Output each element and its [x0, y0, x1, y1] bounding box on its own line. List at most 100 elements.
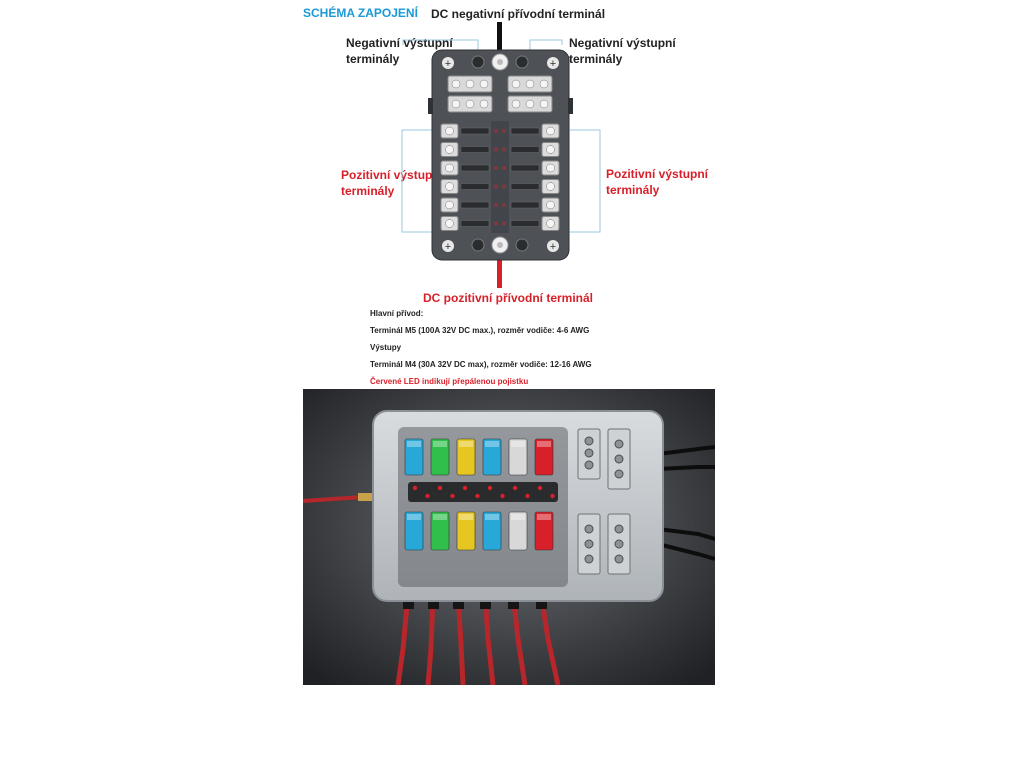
- negative-outputs-right-label: Negativní výstupní terminály: [569, 35, 676, 67]
- terminal-screw: [546, 163, 555, 173]
- terminal-screw: [445, 126, 454, 136]
- terminal-screw: [445, 182, 454, 191]
- photo-led: [462, 485, 468, 491]
- blade-fuse-bottom: [534, 511, 554, 551]
- negative-left-leader: [402, 39, 479, 55]
- negative-wire: [497, 22, 502, 62]
- left-tab: [428, 98, 433, 114]
- terminal-screw: [445, 163, 454, 173]
- photo-led: [450, 493, 455, 499]
- photo-led: [525, 493, 530, 499]
- terminal-screw: [546, 145, 555, 154]
- fuse-highlight: [485, 514, 499, 520]
- fuse-slot-left: [460, 164, 490, 172]
- fuse-slot-right: [510, 146, 540, 153]
- svg-text:+: +: [550, 241, 556, 253]
- fuse-slots: [440, 121, 560, 233]
- terminal-screw: [546, 126, 555, 136]
- bottom-screw-right: [547, 240, 559, 252]
- diagram-title: SCHÉMA ZAPOJENÍ: [303, 6, 418, 20]
- terminal-screw: [546, 182, 555, 191]
- right-tab: [568, 98, 573, 114]
- terminal-screw: [445, 200, 454, 210]
- fuse-slot-left: [460, 146, 490, 153]
- fuse-highlight: [485, 441, 499, 447]
- blade-fuse-bottom: [430, 511, 450, 551]
- photo-fuses: [404, 438, 554, 551]
- fuse-slot-right: [510, 220, 540, 227]
- fuse-highlight: [511, 441, 525, 447]
- negative-post-right: [515, 55, 529, 69]
- fuse-box-diagram: + + + +: [401, 22, 601, 288]
- terminal-screw: [546, 200, 555, 210]
- fuse-highlight: [511, 514, 525, 520]
- photo-led: [537, 485, 543, 491]
- positive-outputs-left-line1: Pozitivní výstupní: [341, 168, 444, 182]
- positive-outputs-right-line1: Pozitivní výstupní: [606, 167, 709, 181]
- input-lug: [358, 493, 372, 501]
- photo-bus-screws: [584, 436, 624, 564]
- blade-fuse-top: [482, 438, 502, 476]
- photo-led: [412, 485, 418, 491]
- fuse-highlight: [407, 441, 421, 447]
- photo-led: [437, 485, 443, 491]
- fuse-slot-left: [460, 201, 490, 209]
- negative-right-leader: [529, 39, 563, 55]
- blade-fuse-top: [430, 438, 450, 476]
- output-wires: [395, 593, 561, 685]
- fuse-highlight: [537, 514, 551, 520]
- spec-outputs-heading: Výstupy: [370, 343, 402, 352]
- blade-fuse-bottom: [404, 511, 424, 551]
- positive-outputs-left-line2: terminály: [341, 184, 395, 198]
- fuse-slot-right: [510, 127, 540, 135]
- negative-outputs-right-line1: Negativní výstupní: [569, 36, 676, 50]
- photo-led: [425, 493, 430, 499]
- terminal-screw: [445, 145, 454, 154]
- fuse-slot-right: [510, 183, 540, 190]
- photo-led: [500, 493, 505, 499]
- blade-fuse-bottom: [508, 511, 528, 551]
- blade-fuse-top: [534, 438, 554, 476]
- spec-outputs-terminal: Terminál M4 (30A 32V DC max), rozměr vod…: [370, 360, 592, 369]
- fuse-highlight: [433, 441, 447, 447]
- photo-led: [475, 493, 480, 499]
- blade-fuse-top: [404, 438, 424, 476]
- fuse-highlight: [537, 441, 551, 447]
- positive-post-left: [471, 238, 485, 252]
- fuse-slot-right: [510, 201, 540, 209]
- spec-led-note: Červené LED indikují přepálenou pojistku: [370, 377, 529, 386]
- led-strip: [408, 482, 558, 502]
- fuse-highlight: [459, 514, 473, 520]
- photo-led: [550, 493, 555, 499]
- led-indicators: [412, 485, 555, 499]
- svg-text:+: +: [550, 58, 556, 70]
- blade-fuse-bottom: [456, 511, 476, 551]
- positive-outputs-left-label: Pozitivní výstupní terminály: [341, 167, 443, 199]
- spec-main-heading: Hlavní přívod:: [370, 309, 424, 318]
- negative-bus-screws: [451, 79, 549, 109]
- terminal-screw: [445, 219, 454, 228]
- positive-left-bracket: [401, 129, 432, 233]
- product-photo: [303, 389, 715, 685]
- negative-outputs-right-line2: terminály: [569, 52, 623, 66]
- positive-post-right: [515, 238, 529, 252]
- negative-wires: [657, 445, 715, 561]
- bottom-screw-left: [442, 240, 454, 252]
- positive-outputs-right-line2: terminály: [606, 183, 660, 197]
- photo-led: [512, 485, 518, 491]
- blade-fuse-top: [508, 438, 528, 476]
- leader-lines: [401, 39, 601, 233]
- positive-wire: [497, 248, 502, 288]
- fuse-highlight: [433, 514, 447, 520]
- dc-negative-label: DC negativní přívodní terminál: [431, 7, 606, 21]
- negative-outputs-left-line2: terminály: [346, 52, 400, 66]
- fuse-slot-left: [460, 220, 490, 227]
- svg-text:+: +: [445, 241, 451, 253]
- fuse-highlight: [459, 441, 473, 447]
- fuse-slot-right: [510, 164, 540, 172]
- fuse-slot-left: [460, 183, 490, 190]
- photo-led: [487, 485, 493, 491]
- fuse-highlight: [407, 514, 421, 520]
- spec-main-terminal: Terminál M5 (100A 32V DC max.), rozměr v…: [370, 326, 590, 335]
- svg-text:+: +: [445, 58, 451, 70]
